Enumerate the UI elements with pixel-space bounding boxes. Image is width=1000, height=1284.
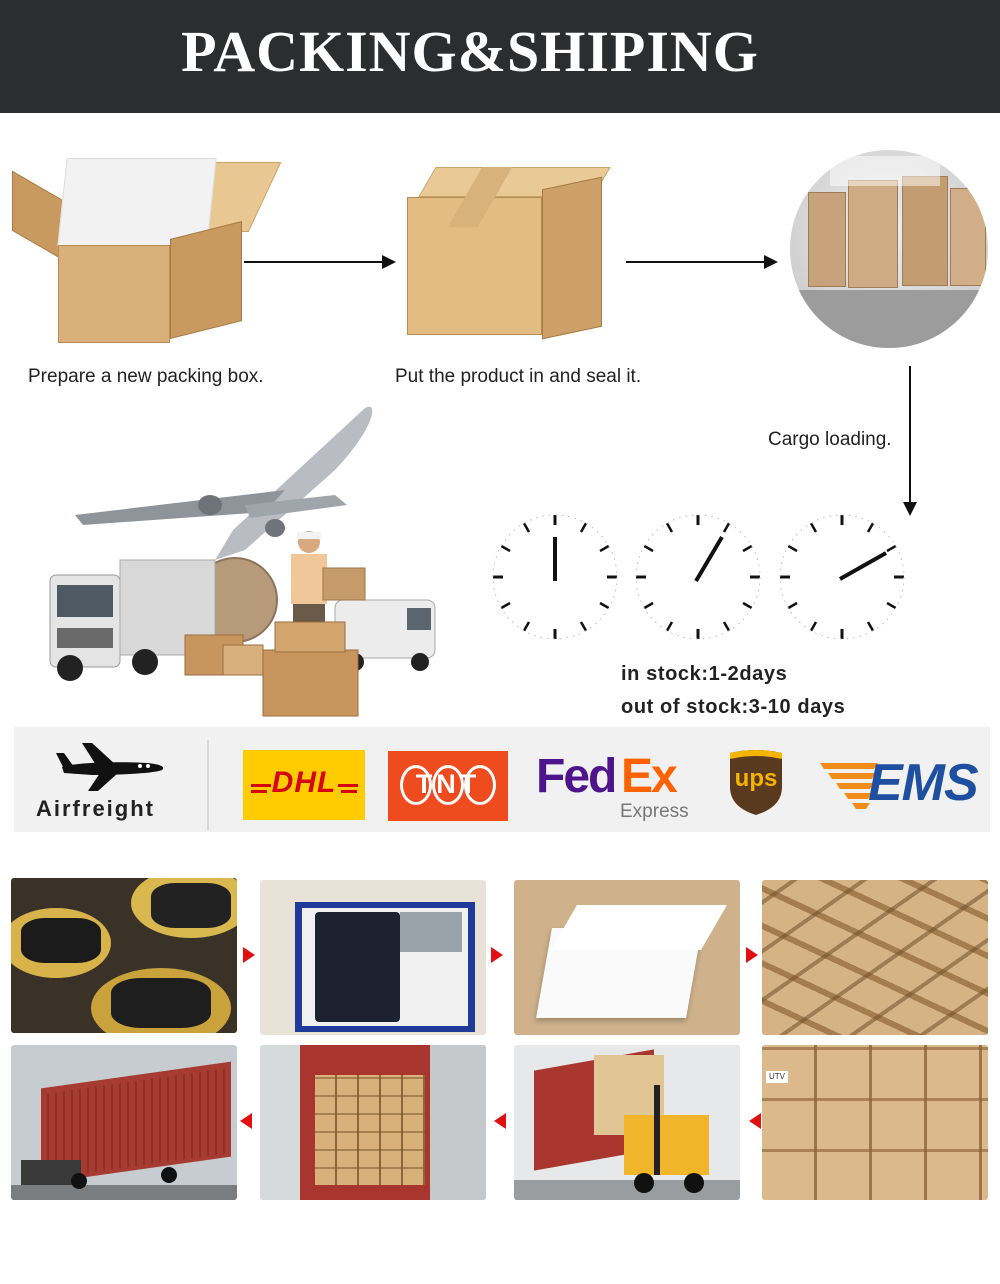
arrow-step2-to-step3	[626, 261, 770, 263]
carton-label: UTV	[766, 1071, 788, 1083]
fedex-logo-ex: Ex	[621, 750, 678, 803]
arrow-icon	[749, 1113, 761, 1129]
step2-caption: Put the product in and seal it.	[395, 366, 642, 387]
clock-ticks	[636, 515, 760, 639]
airplane-icon	[56, 743, 164, 791]
open-packing-box-image	[10, 150, 282, 350]
clock-ticks	[493, 515, 617, 639]
photo-stacked-cartons: UTV	[762, 1045, 988, 1200]
photo-white-box	[514, 880, 740, 1035]
photo-open-cartons	[762, 880, 988, 1035]
cargo-pallets-image	[790, 150, 988, 348]
photo-container-loaded	[260, 1045, 486, 1200]
photo-container-truck	[11, 1045, 237, 1200]
ups-logo-text: ups	[734, 765, 778, 792]
clock-icon	[635, 514, 761, 640]
step3-caption: Cargo loading.	[768, 429, 892, 450]
out-of-stock-text: out of stock:3-10 days	[621, 696, 846, 718]
fedex-logo-express: Express	[620, 801, 689, 822]
dhl-logo-text: DHL	[271, 766, 337, 799]
tnt-logo-text: TNT	[415, 769, 481, 799]
arrow-icon	[243, 947, 255, 963]
ups-logo	[730, 750, 782, 815]
ems-logo	[820, 763, 878, 809]
in-stock-text: in stock:1-2days	[621, 663, 788, 685]
carrier-divider	[207, 740, 209, 830]
arrow-icon	[764, 255, 778, 269]
photo-product-baskets	[11, 878, 237, 1033]
airplane-illustration	[75, 406, 373, 560]
arrow-icon	[746, 947, 758, 963]
arrow-step1-to-step2	[244, 261, 388, 263]
arrow-icon	[382, 255, 396, 269]
photo-product-in-box	[260, 880, 486, 1035]
dhl-logo: DHL	[243, 750, 365, 820]
airfreight-label: Airfreight	[36, 796, 155, 821]
transport-scene-image	[49, 406, 436, 717]
header-banner: PACKING&SHIPING	[0, 0, 1000, 113]
sealed-box-image	[405, 165, 611, 340]
tnt-logo: TNT	[388, 751, 508, 821]
arrow-icon	[903, 502, 917, 516]
arrow-icon	[240, 1113, 252, 1129]
ems-logo-text: EMS	[868, 754, 979, 812]
arrow-icon	[494, 1113, 506, 1129]
photo-forklift-loading	[514, 1045, 740, 1200]
page-title: PACKING&SHIPING	[181, 19, 759, 84]
clock-ticks	[780, 515, 904, 639]
arrow-icon	[491, 947, 503, 963]
arrow-step3-to-clocks	[909, 366, 911, 504]
clock-icon	[492, 514, 618, 640]
clock-icon	[779, 514, 905, 640]
fedex-logo-fed: Fed	[536, 750, 617, 803]
step1-caption: Prepare a new packing box.	[28, 366, 264, 387]
